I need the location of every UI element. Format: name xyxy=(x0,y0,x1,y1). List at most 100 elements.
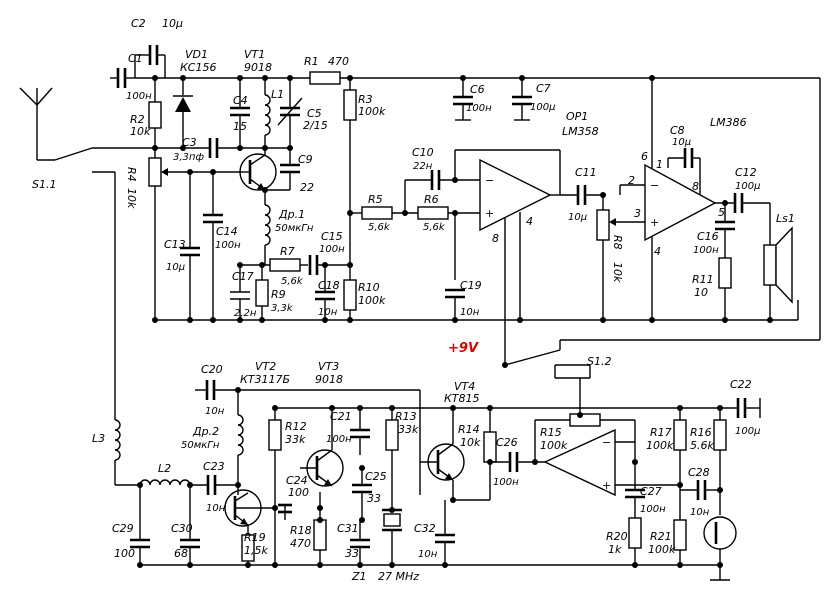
label-c4-ref: C4 xyxy=(233,94,248,107)
label-l3: L3 xyxy=(92,432,105,445)
junction-dot xyxy=(519,75,525,81)
op1-minus-sign: − xyxy=(485,174,494,187)
label-r17-val: 100k xyxy=(646,439,674,452)
label-c18-ref: C18 xyxy=(318,279,340,292)
opamp-op1 xyxy=(454,149,561,365)
junction-dot xyxy=(487,459,493,465)
label-vt2-ref: VT2 xyxy=(255,360,276,373)
label-c31-val: 33 xyxy=(345,547,359,560)
junction-dot xyxy=(722,317,728,323)
junction-dot xyxy=(262,187,268,193)
capacitor-c19 xyxy=(445,288,465,320)
label-r15-val: 100k xyxy=(540,439,568,452)
junction-dot xyxy=(450,497,456,503)
zener-vd1 xyxy=(173,78,193,148)
label-r9-ref: R9 xyxy=(271,288,286,301)
label-r18-val: 470 xyxy=(290,537,311,550)
junction-dot xyxy=(600,192,606,198)
junction-dot xyxy=(237,317,243,323)
transistor-vt4 xyxy=(420,408,465,500)
label-c22-val: 100µ xyxy=(735,426,760,437)
junction-dot xyxy=(237,145,243,151)
label-c20-val: 10н xyxy=(205,406,225,417)
junction-dot xyxy=(187,169,193,175)
capacitor-c12 xyxy=(733,193,771,245)
label-r3-ref: R3 xyxy=(358,93,373,106)
junction-dot xyxy=(210,169,216,175)
label-vt2-val: КТ3117Б xyxy=(240,373,290,386)
label-z1-val: 27 MHz xyxy=(378,570,419,583)
resistor-r6 xyxy=(417,206,480,220)
label-c10-ref: C10 xyxy=(412,146,434,159)
antenna-icon xyxy=(19,87,55,161)
label-dr2-ref: Др.2 xyxy=(192,425,219,438)
junction-dot xyxy=(357,405,363,411)
junction-dot xyxy=(187,317,193,323)
label-vt4-ref: VT4 xyxy=(454,380,475,393)
top-supply-rail xyxy=(135,77,821,341)
label-c20-ref: C20 xyxy=(201,363,223,376)
junction-dot xyxy=(187,562,193,568)
label-c25-val: 33 xyxy=(367,492,381,505)
junction-dot xyxy=(632,459,638,465)
label-op1-ref: OP1 xyxy=(566,110,588,123)
label-r4-val: 10k xyxy=(125,188,138,209)
label-c17-ref: C17 xyxy=(232,270,254,283)
capacitor-c26 xyxy=(490,452,545,472)
label-c10-val: 22н xyxy=(413,161,433,172)
label-c29-ref: C29 xyxy=(112,522,134,535)
label-r21-val: 100k xyxy=(648,543,676,556)
label-r16-val: 5.6k xyxy=(690,439,714,452)
label-c1-val: 100н xyxy=(126,91,152,102)
junction-dot xyxy=(287,75,293,81)
label-c15-val: 100н xyxy=(319,244,345,255)
resistor-r3 xyxy=(343,78,357,265)
resistor-r2 xyxy=(148,78,162,158)
label-r19-ref: R19 xyxy=(244,531,266,544)
label-r2-ref: R2 xyxy=(130,113,145,126)
junction-dot xyxy=(152,75,158,81)
junction-dot xyxy=(237,75,243,81)
junction-dot xyxy=(717,487,723,493)
label-c13-val: 10µ xyxy=(166,262,185,273)
label-r21-ref: R21 xyxy=(650,530,672,543)
label-c15-ref: C15 xyxy=(321,230,343,243)
label-r14-ref: R14 xyxy=(458,423,480,436)
label-ls1: Ls1 xyxy=(776,212,795,225)
junction-dot xyxy=(259,317,265,323)
resistor-r14 xyxy=(453,408,497,501)
label-c30-ref: C30 xyxy=(171,522,193,535)
junction-dot xyxy=(452,317,458,323)
label-r7-val: 5,6k xyxy=(281,276,304,287)
crystal-z1 xyxy=(382,508,402,565)
label-vt4-val: КТ815 xyxy=(444,392,480,405)
label-c24-val: 100 xyxy=(288,486,309,499)
junction-dot xyxy=(487,405,493,411)
label-c30-val: 68 xyxy=(174,547,188,560)
capacitor-c24 xyxy=(278,503,292,520)
junction-dot xyxy=(180,145,186,151)
junction-dot xyxy=(272,505,278,511)
microphone-icon xyxy=(703,516,737,581)
junction-dot xyxy=(317,517,323,523)
pin-6: 6 xyxy=(641,150,648,163)
choke-dr1 xyxy=(264,190,271,265)
junction-dot xyxy=(517,317,523,323)
junction-dots xyxy=(137,75,773,568)
capacitor-c1 xyxy=(110,68,135,88)
amplifier-lm386 xyxy=(619,78,735,320)
label-r8-val: 10k xyxy=(611,262,624,283)
op-pin-4: 4 xyxy=(526,215,533,228)
junction-dot xyxy=(452,210,458,216)
label-c22-ref: C22 xyxy=(730,378,752,391)
label-r4-ref: R4 xyxy=(125,167,138,182)
junction-dot xyxy=(262,145,268,151)
junction-dot xyxy=(450,405,456,411)
junction-dot xyxy=(452,177,458,183)
label-r5-val: 5,6k xyxy=(368,222,391,233)
label-op1-val: LM358 xyxy=(562,125,599,138)
label-r13-ref: R13 xyxy=(395,410,417,423)
junction-dot xyxy=(210,317,216,323)
component-labels: C2 10µ C1 100н VD1 КС156 VT1 9018 R1 470… xyxy=(32,17,795,583)
